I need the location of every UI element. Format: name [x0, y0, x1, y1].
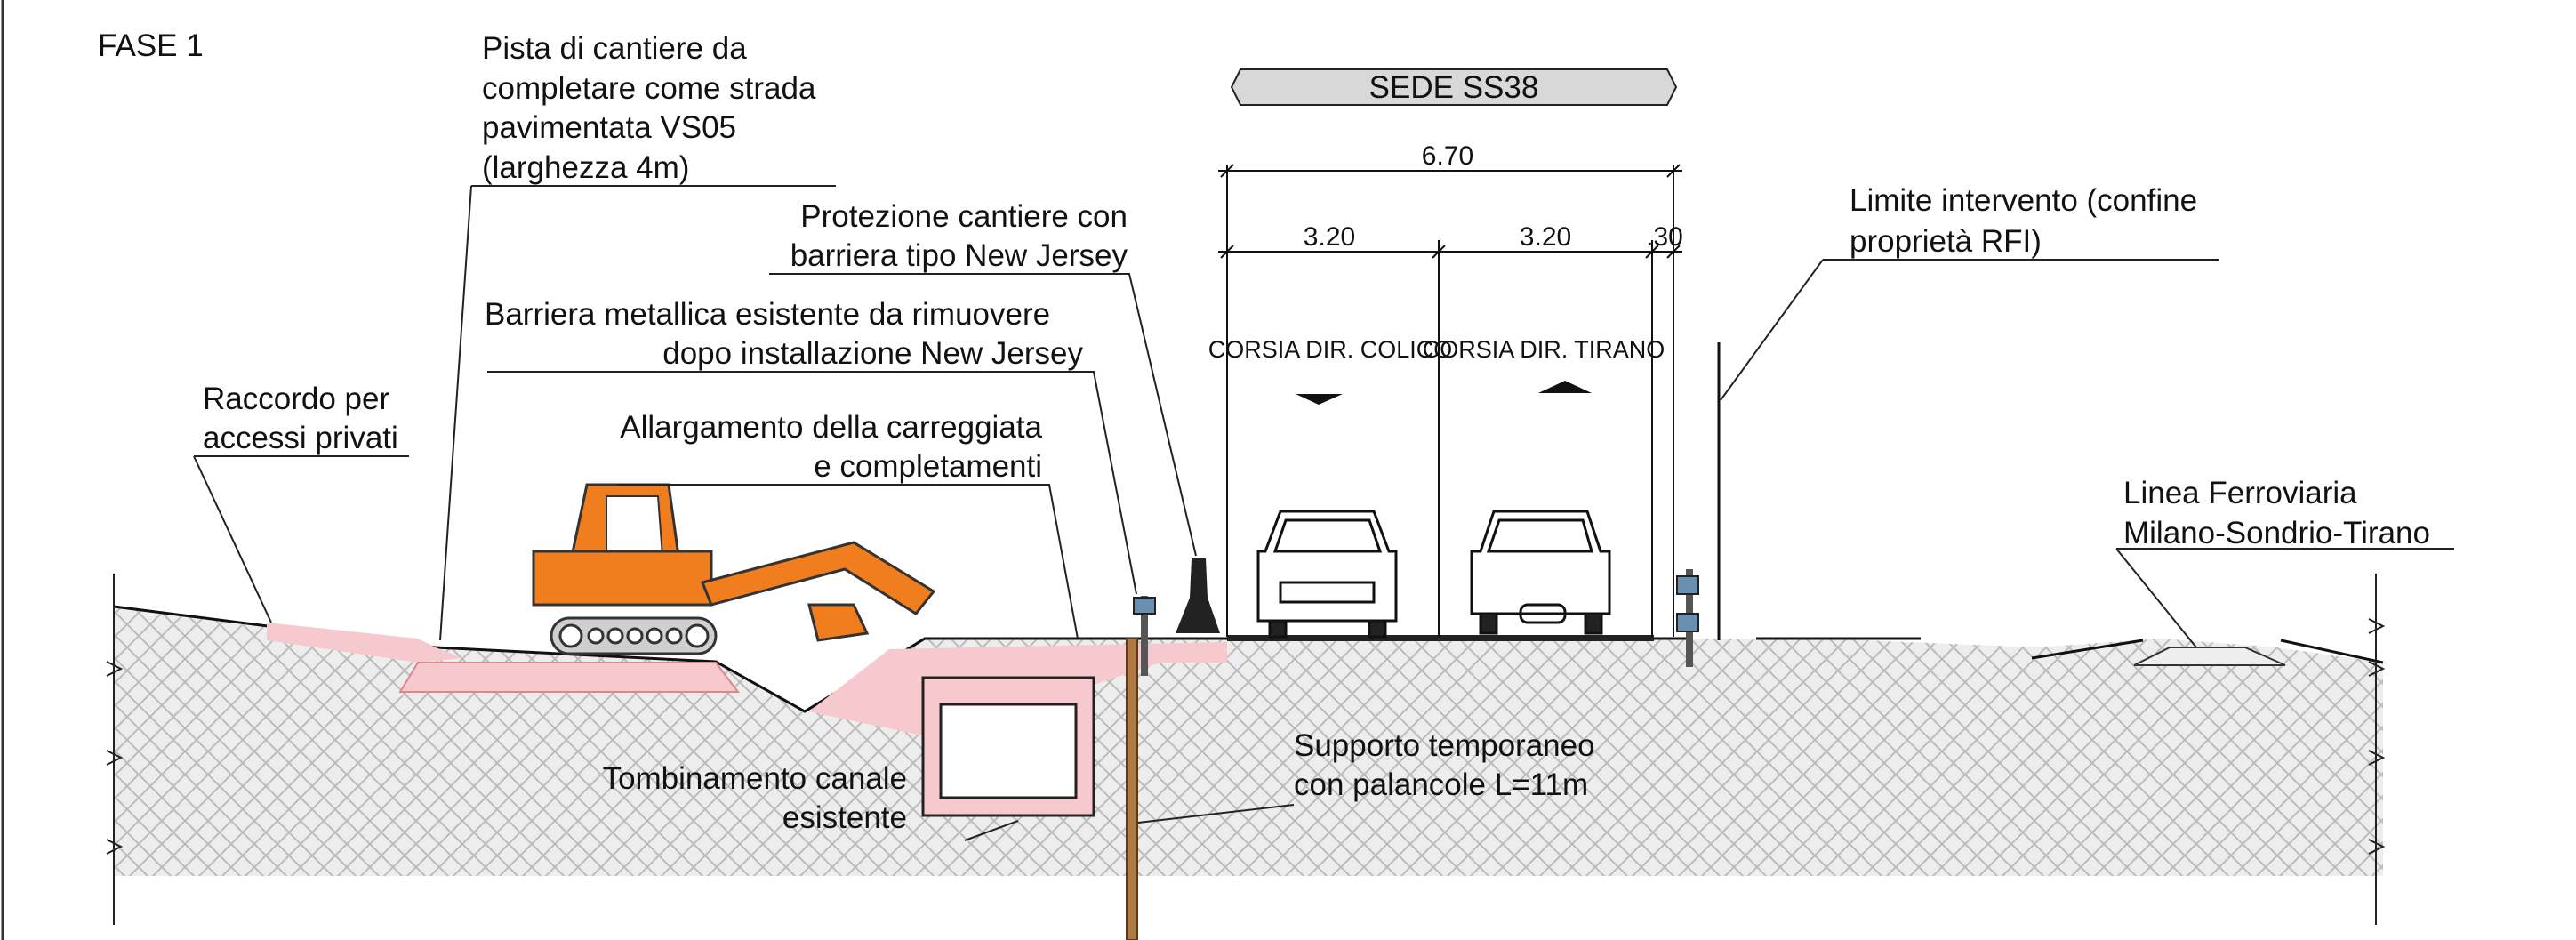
lane-right-label: CORSIA DIR. TIRANO: [1423, 336, 1665, 363]
road-header: SEDE SS38: [1369, 70, 1539, 105]
svg-text:(larghezza 4m): (larghezza 4m): [482, 150, 689, 185]
svg-text:Linea Ferroviaria: Linea Ferroviaria: [2123, 476, 2357, 510]
guardrail-left-icon: [1133, 596, 1156, 676]
svg-text:Raccordo per: Raccordo per: [203, 382, 389, 416]
right-break-line: [2368, 574, 2386, 925]
label-pista: Pista di cantiere da completare come str…: [482, 31, 816, 185]
svg-text:Tombinamento canale: Tombinamento canale: [603, 761, 907, 796]
svg-text:Barriera metallica esistente d: Barriera metallica esistente da rimuover…: [485, 297, 1050, 332]
svg-text:esistente: esistente: [782, 800, 907, 835]
lane-division-lines: [1226, 165, 1674, 637]
phase-title: FASE 1: [98, 28, 204, 63]
excavator-icon: [532, 483, 936, 655]
left-break-line: [106, 574, 124, 925]
svg-text:con palancole L=11m: con palancole L=11m: [1294, 767, 1588, 802]
svg-text:Milano-Sondrio-Tirano: Milano-Sondrio-Tirano: [2123, 516, 2430, 550]
road-pavement: [1227, 635, 1654, 641]
label-tombinamento: Tombinamento canale esistente: [603, 761, 907, 835]
svg-text:completare come strada: completare come strada: [482, 71, 816, 106]
svg-text:Supporto temporaneo: Supporto temporaneo: [1294, 728, 1595, 763]
svg-text:Allargamento della carreggiata: Allargamento della carreggiata: [620, 410, 1042, 445]
label-protezione: Protezione cantiere con barriera tipo Ne…: [790, 199, 1128, 273]
lane-left-label: CORSIA DIR. COLICO: [1208, 336, 1453, 363]
svg-text:Limite intervento (confine: Limite intervento (confine: [1850, 183, 2197, 218]
svg-text:dopo installazione New Jersey: dopo installazione New Jersey: [662, 336, 1083, 371]
label-limite: Limite intervento (confine proprietà RFI…: [1850, 183, 2197, 259]
lane-up-arrow-icon: [1538, 381, 1592, 393]
dimension-shoulder: .30: [1646, 222, 1683, 252]
dimension-lane-left: 3.20: [1304, 222, 1355, 252]
leader-lines: [193, 185, 2454, 841]
label-supporto: Supporto temporaneo con palancole L=11m: [1294, 728, 1595, 802]
svg-text:proprietà RFI): proprietà RFI): [1850, 224, 2042, 259]
svg-text:accessi privati: accessi privati: [203, 421, 398, 455]
dimension-total: 6.70: [1422, 141, 1473, 171]
track-base-fill: [398, 662, 741, 693]
sheet-pile: [1126, 638, 1138, 940]
culvert-inner: [939, 703, 1078, 799]
lane-down-arrow-icon: [1296, 394, 1343, 405]
new-fill-zone: [267, 623, 462, 663]
road-header-box: [1230, 68, 1678, 106]
label-barriera: Barriera metallica esistente da rimuover…: [485, 297, 1083, 371]
dimension-lines: [1218, 164, 1682, 259]
ground-section: [114, 607, 2383, 876]
new-jersey-barrier-icon: [1176, 558, 1220, 633]
svg-text:Pista di cantiere da: Pista di cantiere da: [482, 31, 747, 66]
car-front-view-icon: [1256, 510, 1398, 639]
svg-text:e completamenti: e completamenti: [814, 449, 1042, 484]
svg-text:barriera tipo New Jersey: barriera tipo New Jersey: [790, 238, 1128, 273]
railway-ballast-icon: [2133, 647, 2286, 666]
svg-text:Protezione cantiere con: Protezione cantiere con: [800, 199, 1128, 234]
label-ferrovia: Linea Ferroviaria Milano-Sondrio-Tirano: [2123, 476, 2430, 550]
car-rear-view-icon: [1470, 510, 1611, 635]
guardrail-right-icon: [1676, 569, 1699, 667]
dimension-lane-right: 3.20: [1520, 222, 1571, 252]
label-raccordo: Raccordo per accessi privati: [203, 382, 398, 455]
label-allargamento: Allargamento della carreggiata e complet…: [620, 410, 1042, 484]
svg-text:pavimentata VS05: pavimentata VS05: [482, 110, 736, 145]
